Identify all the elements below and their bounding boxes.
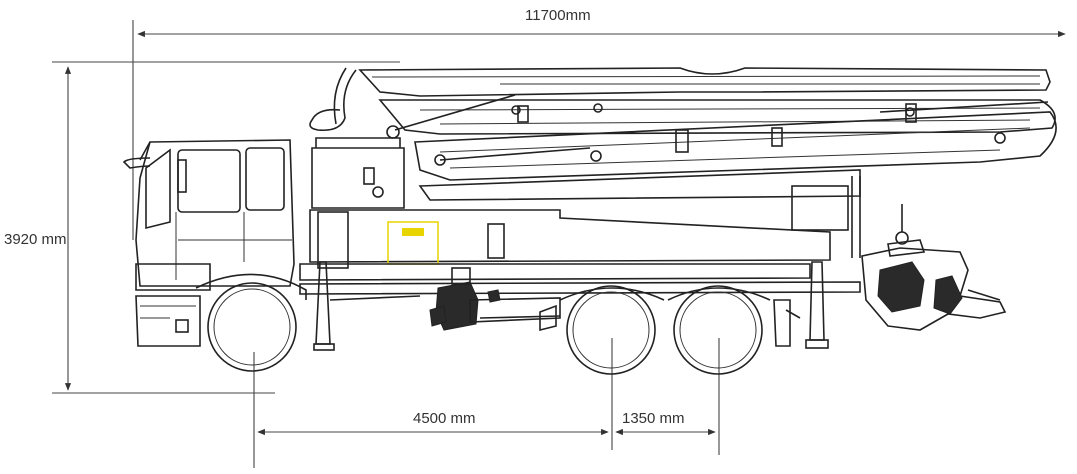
overall-height-label: 3920 mm [4,231,67,248]
outriggers [313,261,829,351]
pump-body [299,137,861,295]
nameplate [402,228,424,236]
axle-dimensions: 4500 mm 1350 mm [253,338,720,468]
wheelbase-label: 4500 mm [413,410,476,427]
chassis-equipment [329,267,561,332]
overall-length-label: 11700mm [525,7,591,24]
overall-height-dimension: 3920 mm [4,61,400,394]
front-wheel [195,273,307,372]
rear-wheel-2 [673,285,763,375]
rear-wheel-1 [566,285,656,375]
folded-boom [309,67,1057,201]
rear-fender-1 [559,287,665,301]
rear-hopper [861,204,1007,331]
truck-cab [122,139,295,347]
overall-length-dimension: 11700mm [132,7,1066,240]
rear-axle-spacing-label: 1350 mm [622,410,685,427]
rear-fender-2 [667,287,771,301]
